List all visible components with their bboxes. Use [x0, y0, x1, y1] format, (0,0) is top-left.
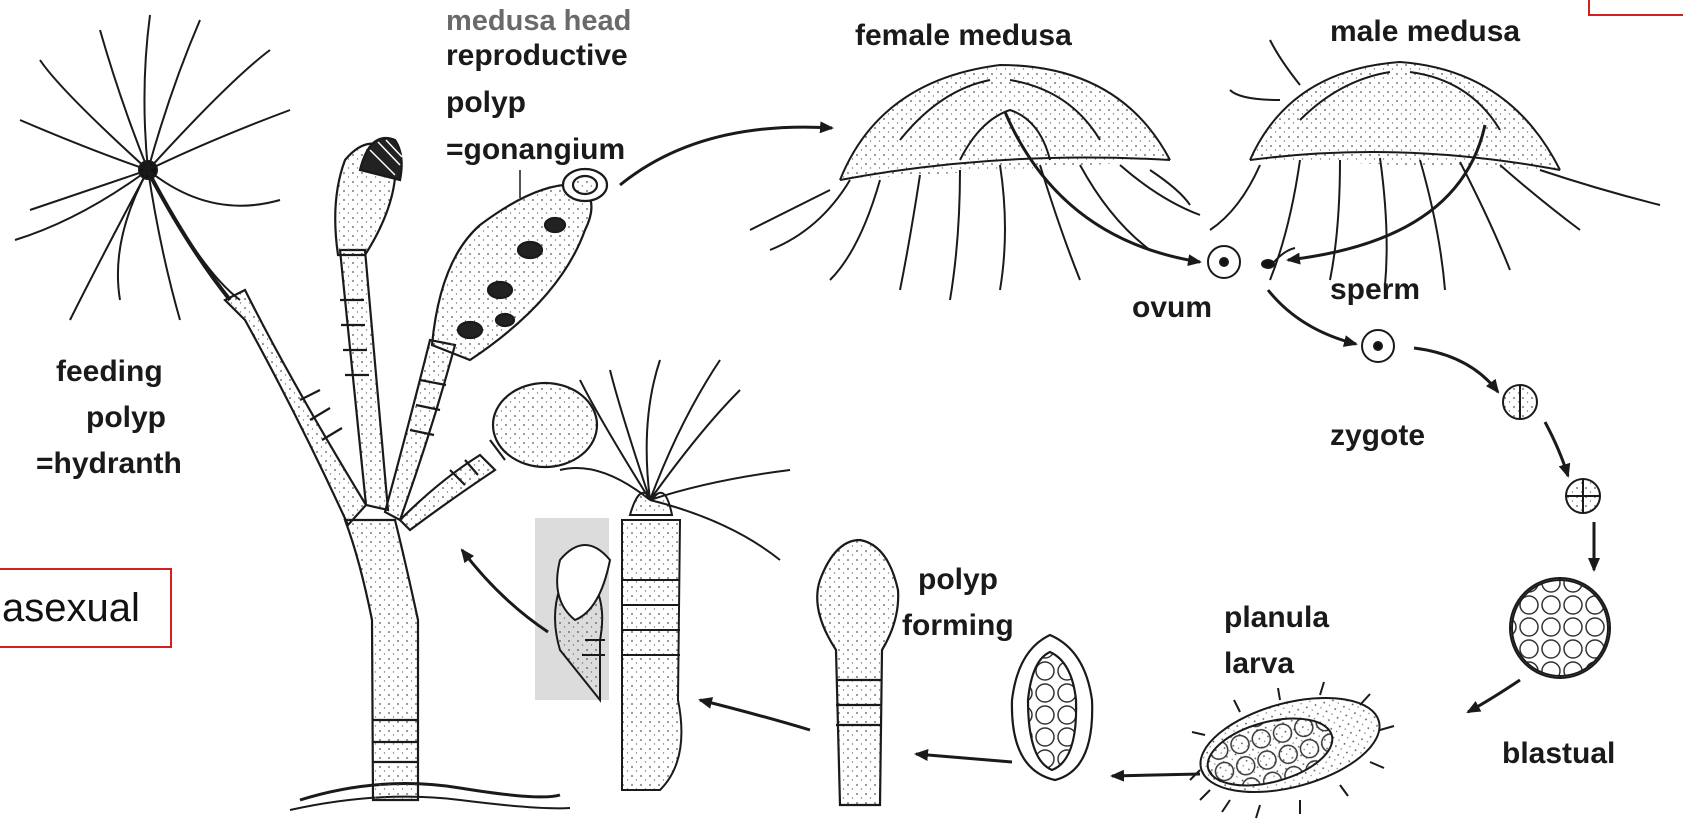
upright-polyp — [335, 138, 402, 255]
asexual-label: asexual — [0, 586, 140, 631]
label-zygote: zygote — [1330, 418, 1425, 454]
planula-larva — [1190, 681, 1394, 818]
label-medusa-head: medusa head — [446, 4, 631, 39]
hydranth — [15, 15, 290, 320]
label-feeding-polyp: polyp — [86, 400, 166, 436]
label-female-medusa: female medusa — [855, 18, 1072, 54]
settling-larva — [1012, 635, 1092, 780]
polyp-bud — [490, 383, 597, 467]
label-gonangium: =gonangium — [446, 132, 625, 168]
label-blastual: blastual — [1502, 736, 1615, 772]
corner-annotation-box — [1588, 0, 1683, 16]
arrow-blastula-to-planula — [1468, 680, 1520, 712]
ovum — [1208, 246, 1240, 278]
label-feeding: feeding — [56, 354, 163, 390]
label-sperm: sperm — [1330, 272, 1420, 308]
gonangium — [432, 169, 607, 360]
label-polyp-forming-1: polyp — [918, 562, 998, 598]
arrow-planula-to-settling — [1112, 774, 1200, 776]
asexual-annotation-box: asexual — [0, 568, 172, 648]
female-medusa — [750, 65, 1200, 300]
label-larva: larva — [1224, 646, 1294, 682]
arrow-polyp-forming-to-young-colony — [700, 700, 810, 730]
two-cell-stage — [1503, 385, 1537, 419]
arrow-settling-to-polyp-forming — [916, 754, 1012, 762]
label-hydranth: =hydranth — [36, 446, 182, 482]
label-ovum: ovum — [1132, 290, 1212, 326]
zygote — [1362, 330, 1394, 362]
label-polyp-reproductive: polyp — [446, 85, 526, 121]
label-planula: planula — [1224, 600, 1329, 636]
label-male-medusa: male medusa — [1330, 14, 1520, 50]
label-polyp-forming-2: forming — [902, 608, 1014, 644]
four-cell-stage — [1566, 479, 1600, 513]
arrow-zygote-to-two-cell — [1414, 348, 1498, 392]
polyp-colony — [225, 250, 570, 810]
male-medusa — [1210, 40, 1660, 290]
blastula — [1510, 578, 1610, 678]
forming-polyp — [817, 540, 898, 805]
arrow-gonangium-to-female-medusa — [620, 127, 832, 185]
arrow-two-cell-to-four-cell — [1545, 422, 1568, 476]
label-reproductive: reproductive — [446, 38, 628, 74]
